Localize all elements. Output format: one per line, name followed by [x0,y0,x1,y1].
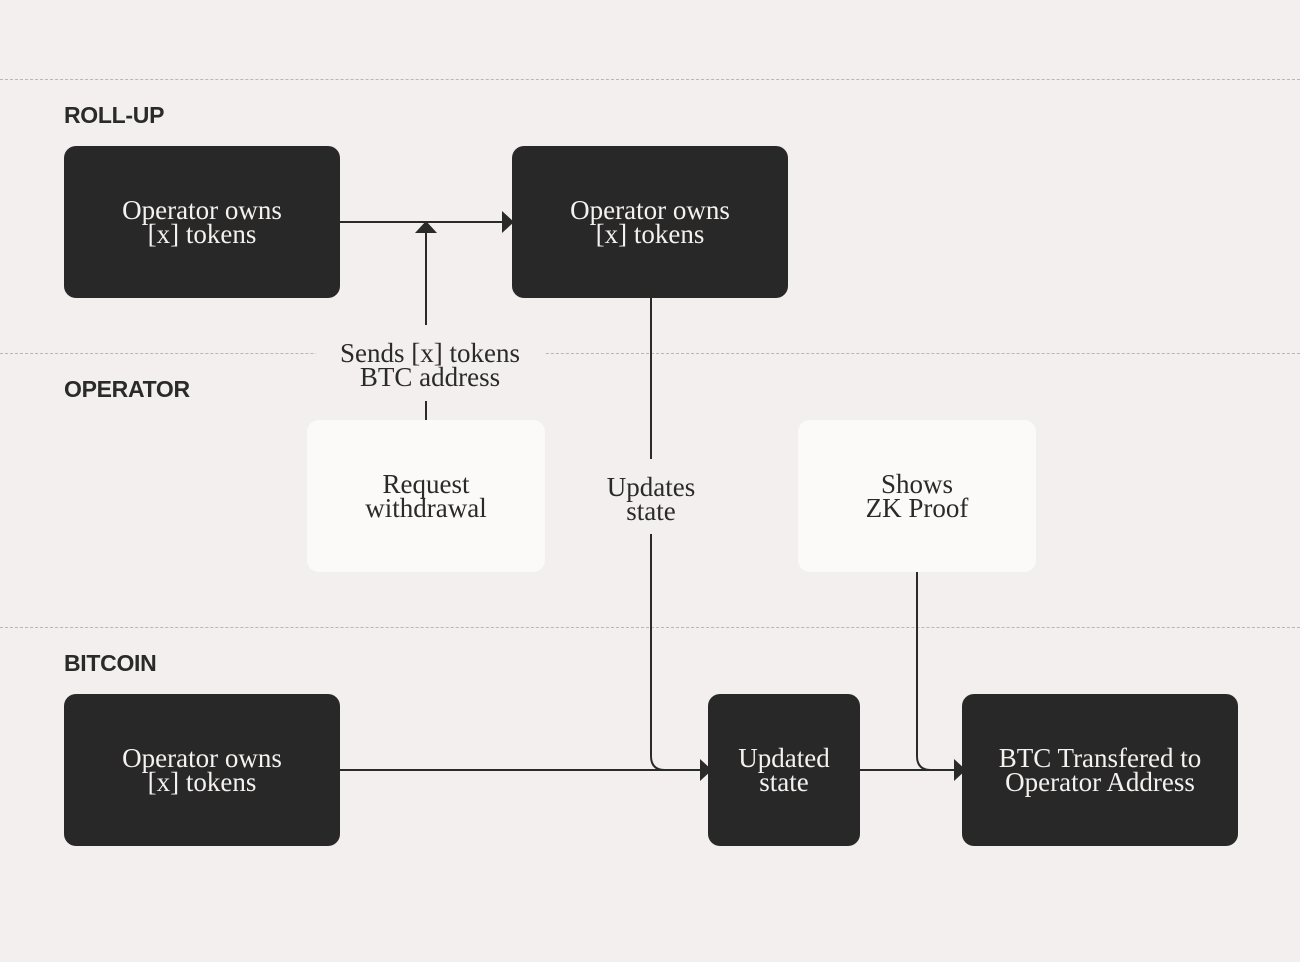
edge-label-line2: state [626,496,676,526]
node-label-line2: [x] tokens [147,767,257,797]
edge-label-sends-tokens: Sends [x] tokens BTC address [316,338,544,392]
node-label-line2: [x] tokens [595,219,705,249]
node-label-line2: state [759,767,809,797]
edge-label-updates-state: Updates state [591,472,711,526]
node-label-line1: Updated [738,743,830,773]
node-label-line1: Operator owns [122,743,282,773]
node-label-line2: Operator Address [1005,767,1195,797]
node-label-line2: withdrawal [365,493,487,523]
edge-label-line2: BTC address [359,362,501,392]
node-bitcoin-operator-owns: Operator owns [x] tokens [64,694,340,846]
node-label-line2: ZK Proof [865,493,969,523]
edge-label-line1: Updates [606,472,696,502]
edge-updates-to-updated-state [650,534,703,771]
arrowhead-rollup-up [415,221,437,233]
node-label-line1: BTC Transfered to [998,743,1202,773]
node-label-line1: Operator owns [122,195,282,225]
node-updated-state: Updated state [708,694,860,846]
lane-label-bitcoin: BITCOIN [64,650,157,676]
arrowhead-updated-state [700,759,712,781]
arrowhead-btc-transfer [954,759,966,781]
edge-label-line1: Sends [x] tokens [340,338,520,368]
node-rollup-operator-owns-1: Operator owns [x] tokens [64,146,340,298]
node-request-withdrawal: Request withdrawal [307,420,545,572]
edge-zk-proof-to-btc-transfer [916,572,957,771]
node-rollup-operator-owns-2: Operator owns [x] tokens [512,146,788,298]
node-btc-transferred: BTC Transfered to Operator Address [962,694,1238,846]
node-shows-zk-proof: Shows ZK Proof [798,420,1036,572]
node-label-line1: Shows [880,469,954,499]
arrowhead-rollup-owns-2 [502,211,514,233]
lane-divider-top [0,79,1300,80]
node-label-line2: [x] tokens [147,219,257,249]
node-label-line1: Request [382,469,470,499]
lane-label-operator: OPERATOR [64,376,190,402]
node-label-line1: Operator owns [570,195,730,225]
lane-label-rollup: ROLL-UP [64,102,165,128]
